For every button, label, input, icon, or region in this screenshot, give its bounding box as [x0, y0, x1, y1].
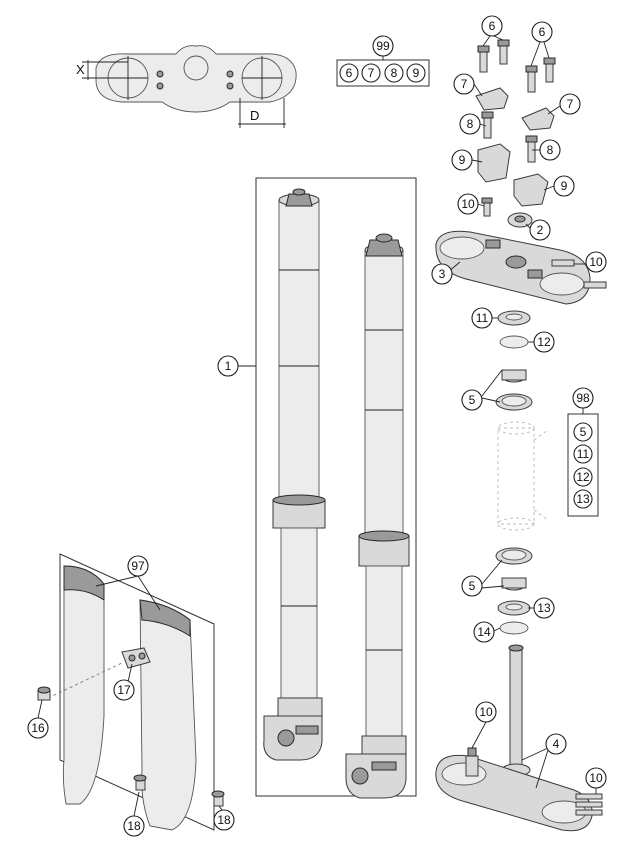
svg-text:12: 12	[537, 335, 551, 349]
svg-text:12: 12	[576, 470, 590, 484]
callout-5-lower: 5	[461, 575, 483, 597]
upper-triple-clamp	[435, 230, 607, 305]
svg-text:7: 7	[567, 97, 574, 111]
kit-98-item-12: 12	[573, 467, 593, 487]
callout-6-left: 6	[481, 15, 503, 37]
svg-text:9: 9	[413, 66, 420, 80]
svg-text:13: 13	[576, 492, 590, 506]
svg-text:9: 9	[459, 153, 466, 167]
kit-99-item-9: 9	[406, 63, 426, 83]
callout-18-left: 18	[123, 815, 145, 837]
callout-3: 3	[431, 263, 453, 285]
callout-7-right: 7	[559, 93, 581, 115]
svg-text:7: 7	[461, 77, 468, 91]
callout-6-right: 6	[531, 21, 553, 43]
kit-99-item-7: 7	[361, 63, 381, 83]
svg-text:13: 13	[537, 601, 551, 615]
svg-text:6: 6	[346, 66, 353, 80]
callout-10-upper-clamp: 10	[585, 251, 607, 273]
callout-10-screw: 10	[457, 193, 479, 215]
svg-text:9: 9	[561, 179, 568, 193]
lower-triple-clamp	[435, 644, 603, 832]
callout-13: 13	[533, 597, 555, 619]
kit-99-group: 99 6 7 8 9	[336, 35, 430, 87]
callout-17: 17	[113, 679, 135, 701]
callout-7-left: 7	[453, 73, 475, 95]
svg-text:8: 8	[391, 66, 398, 80]
callouts: 1 6 6 7 7 8 8 9 9 10 2 3 10 11 12 5 5 13…	[27, 15, 607, 837]
steering-bearing-parts	[481, 310, 549, 635]
svg-text:99: 99	[376, 39, 390, 53]
svg-text:97: 97	[131, 559, 145, 573]
callout-12: 12	[533, 331, 555, 353]
svg-text:4: 4	[553, 737, 560, 751]
callout-8-left: 8	[459, 113, 481, 135]
svg-text:6: 6	[489, 19, 496, 33]
svg-text:18: 18	[127, 819, 141, 833]
callout-11: 11	[471, 307, 493, 329]
leader-lines	[127, 83, 586, 683]
callout-97: 97	[127, 555, 149, 577]
triple-clamp-dimension-drawing: X D	[76, 45, 297, 128]
svg-text:16: 16	[31, 721, 45, 735]
handlebar-clamp-parts	[475, 35, 556, 228]
kit-98-item-11: 11	[573, 444, 593, 464]
callout-18-right: 18	[213, 809, 235, 831]
svg-text:1: 1	[225, 359, 232, 373]
dimension-label-x: X	[76, 62, 85, 77]
svg-text:8: 8	[467, 117, 474, 131]
kit-98-group: 98 5 11 12 13	[567, 387, 599, 517]
callout-4: 4	[545, 733, 567, 755]
svg-text:10: 10	[589, 771, 603, 785]
svg-text:10: 10	[589, 255, 603, 269]
svg-text:17: 17	[117, 683, 131, 697]
svg-text:3: 3	[439, 267, 446, 281]
svg-text:14: 14	[477, 625, 491, 639]
callout-1: 1	[217, 355, 239, 377]
kit-98-item-13: 13	[573, 489, 593, 509]
fork-legs-group	[238, 177, 417, 799]
callout-98: 98	[572, 387, 594, 409]
svg-text:7: 7	[368, 66, 375, 80]
fork-leg-right	[345, 233, 410, 799]
svg-text:10: 10	[479, 705, 493, 719]
callout-8-right: 8	[539, 139, 561, 161]
svg-text:6: 6	[539, 25, 546, 39]
callout-16: 16	[27, 717, 49, 739]
svg-text:11: 11	[476, 311, 489, 325]
svg-text:10: 10	[461, 197, 475, 211]
fork-leg-left	[263, 188, 326, 761]
callout-99: 99	[372, 35, 394, 57]
kit-99-item-8: 8	[384, 63, 404, 83]
callout-10-lower-clamp: 10	[585, 767, 607, 789]
callout-9-left: 9	[451, 149, 473, 171]
svg-text:18: 18	[217, 813, 231, 827]
callout-9-right: 9	[553, 175, 575, 197]
svg-text:2: 2	[537, 223, 544, 237]
svg-text:5: 5	[469, 393, 476, 407]
kit-99-item-6: 6	[339, 63, 359, 83]
svg-text:5: 5	[580, 425, 587, 439]
dimension-label-d: D	[250, 108, 259, 123]
callout-2: 2	[529, 219, 551, 241]
svg-text:98: 98	[576, 391, 590, 405]
svg-text:8: 8	[547, 143, 554, 157]
kit-98-item-5: 5	[573, 422, 593, 442]
svg-text:11: 11	[577, 447, 590, 461]
svg-text:5: 5	[469, 579, 476, 593]
callout-10-stem: 10	[475, 701, 497, 723]
callout-5-upper: 5	[461, 389, 483, 411]
fork-protector-group	[37, 553, 225, 831]
callout-14: 14	[473, 621, 495, 643]
